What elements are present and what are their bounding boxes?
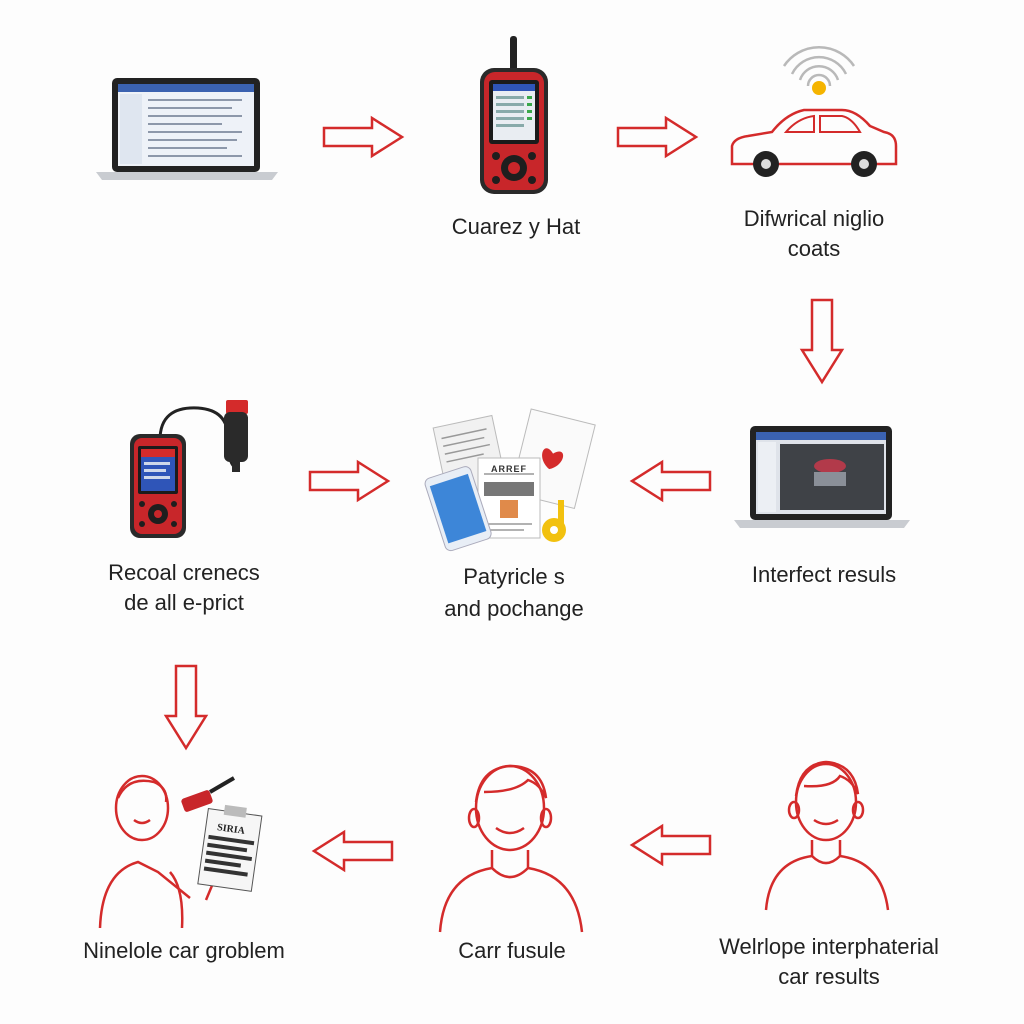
obd-scanner-icon — [480, 36, 548, 194]
documents-label-line1: Patyricle s — [463, 564, 565, 589]
car-label-line1: Difwrical niglio — [743, 206, 885, 231]
person-icon — [764, 760, 890, 911]
arrow-down-right — [799, 298, 845, 385]
arrow-left-2 — [311, 829, 394, 873]
person-right-label-line1: Welrlope interphaterial — [719, 934, 939, 959]
arrow-left-3 — [629, 823, 712, 867]
scanner-top-label: Cuarez y Hat — [451, 214, 581, 239]
laptop-icon — [96, 78, 278, 180]
laptop-icon — [734, 426, 910, 528]
scanner-top — [476, 36, 552, 198]
person-mid-label: Carr fusule — [458, 938, 566, 963]
arrow-right-2 — [616, 115, 699, 159]
person-right — [762, 756, 892, 912]
person-with-document-icon — [98, 774, 263, 929]
arrow-right-1 — [322, 115, 405, 159]
person-with-document: SIRIA — [98, 768, 274, 932]
car-wireless-icon — [730, 45, 898, 177]
scanner-cable-label-line2: de all e-prict — [124, 590, 244, 615]
scanner-cable-label-line1: Recoal crenecs — [108, 560, 260, 585]
documents-icon — [424, 408, 596, 552]
laptop-top — [92, 76, 282, 186]
person-right-label-line2: car results — [778, 964, 880, 989]
person-mid — [436, 758, 586, 934]
person-icon — [438, 764, 584, 933]
arrow-down-left — [163, 664, 209, 751]
documents: ARREF — [424, 408, 604, 554]
laptop-mid-label: Interfect resuls — [751, 562, 897, 587]
documents-doc-text: ARREF — [491, 464, 527, 474]
arrow-right-3 — [308, 459, 391, 503]
car-label-line2: coats — [787, 236, 841, 261]
person-doc-label: Ninelole car groblem — [83, 938, 285, 963]
arrow-left-1 — [629, 459, 712, 503]
car-wireless — [724, 38, 904, 182]
laptop-mid — [732, 424, 912, 534]
documents-label-line2: and pochange — [444, 596, 584, 621]
scanner-cable — [128, 398, 268, 544]
obd-scanner-cable-icon — [130, 400, 248, 538]
